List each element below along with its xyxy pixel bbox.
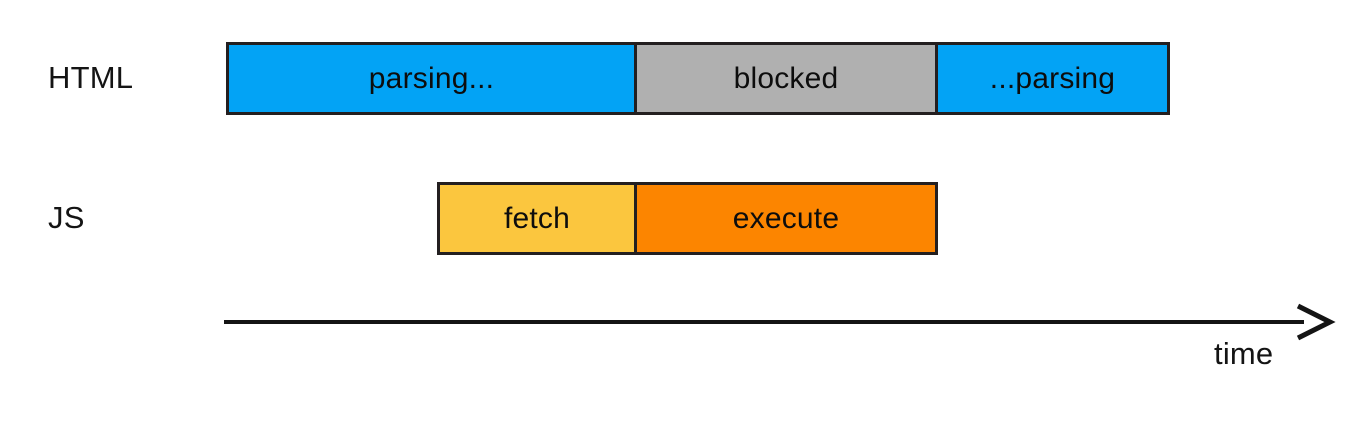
arrow-right-icon (1296, 303, 1336, 341)
time-axis (224, 303, 1336, 341)
timeline-segment-label: blocked (733, 61, 839, 95)
timeline-segment-fetch[interactable]: fetch (437, 182, 637, 255)
timeline-segment-label: ...parsing (989, 61, 1116, 95)
timeline-track-js: fetch execute (437, 182, 938, 255)
timeline-segment-execute[interactable]: execute (634, 182, 938, 255)
timeline-segment-label: parsing... (368, 61, 495, 95)
timeline-segment-label: fetch (503, 201, 571, 235)
timeline-segment-parsing[interactable]: parsing... (226, 42, 637, 115)
timeline-track-html: parsing... blocked ...parsing (226, 42, 1170, 115)
timeline-segment-blocked[interactable]: blocked (634, 42, 938, 115)
timeline-segment-parsing-resumed[interactable]: ...parsing (935, 42, 1170, 115)
timeline-segment-label: execute (732, 201, 840, 235)
row-label-js: JS (48, 200, 85, 235)
axis-label-time: time (1214, 336, 1274, 371)
row-label-html: HTML (48, 60, 134, 95)
